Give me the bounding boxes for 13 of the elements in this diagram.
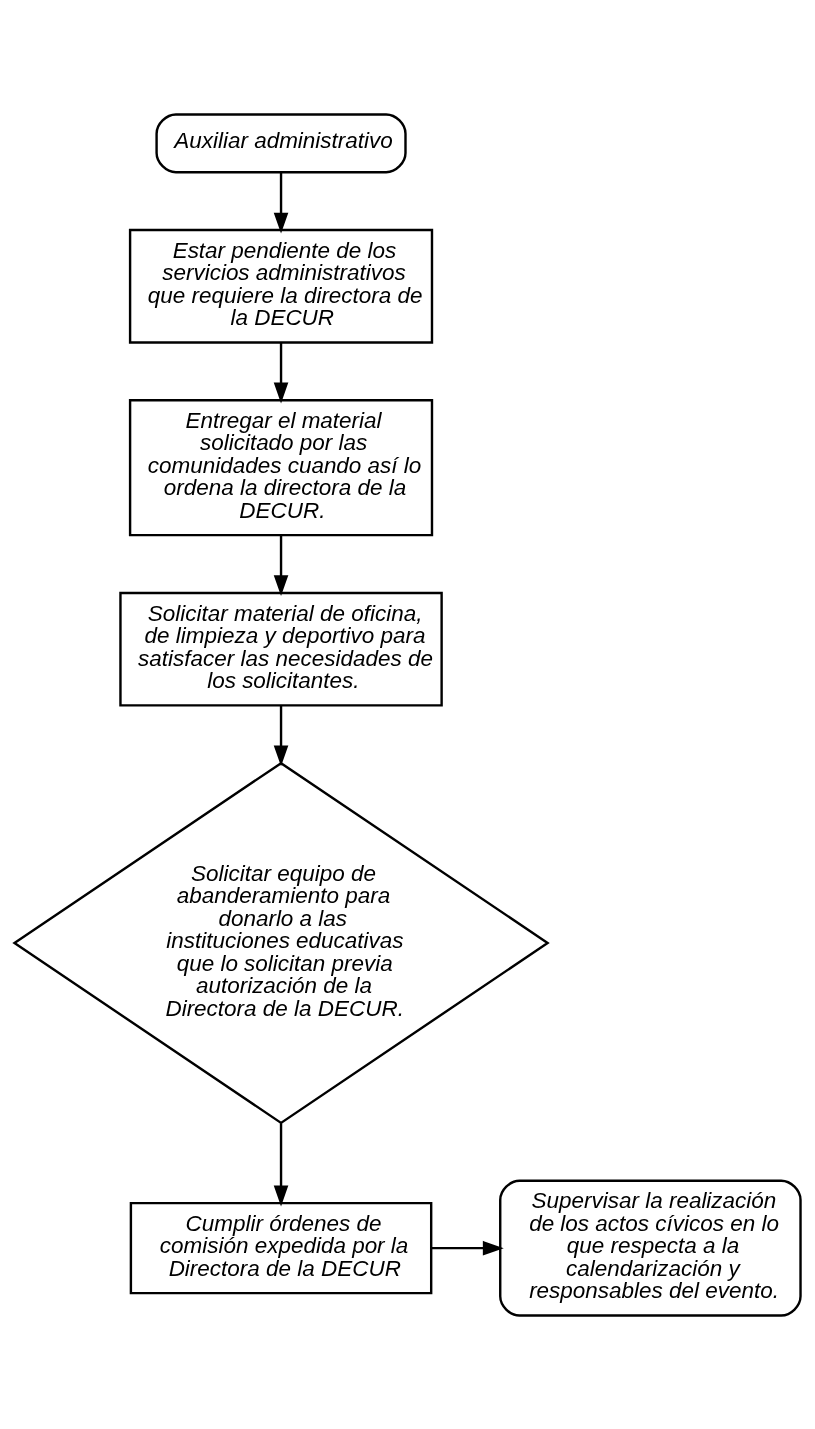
arrow: [273, 534, 289, 596]
node-box: Estar pendiente de los servicios administrativos que requiere la directora de la DECUR: [128, 228, 434, 344]
arrow: [273, 1122, 289, 1206]
arrow: [273, 172, 289, 234]
node-box: Auxiliar administrativo: [155, 112, 407, 173]
node-box: Solicitar material de oficina, de limpieza y deportivo para satisfacer las necesidades de los solicitantes.: [119, 591, 443, 707]
node-box: Supervisar la realización de los actos cívicos en lo que respecta a la calendarización y responsables del evento.: [499, 1179, 802, 1317]
node-box: Cumplir órdenes de comisión expedida por la Directora de la DECUR: [129, 1201, 433, 1294]
arrow: [273, 342, 289, 403]
node-box: Entregar el material solicitado por las comunidades cuando así lo ordena la directora de la DECUR.: [128, 398, 434, 536]
arrow: [431, 1240, 504, 1255]
arrow: [273, 704, 289, 766]
node-diamond: Solicitar equipo de abanderamiento para donarlo a las instituciones educativas que lo solicitan previa autorización de la Directora de la DECUR.: [12, 761, 550, 1124]
